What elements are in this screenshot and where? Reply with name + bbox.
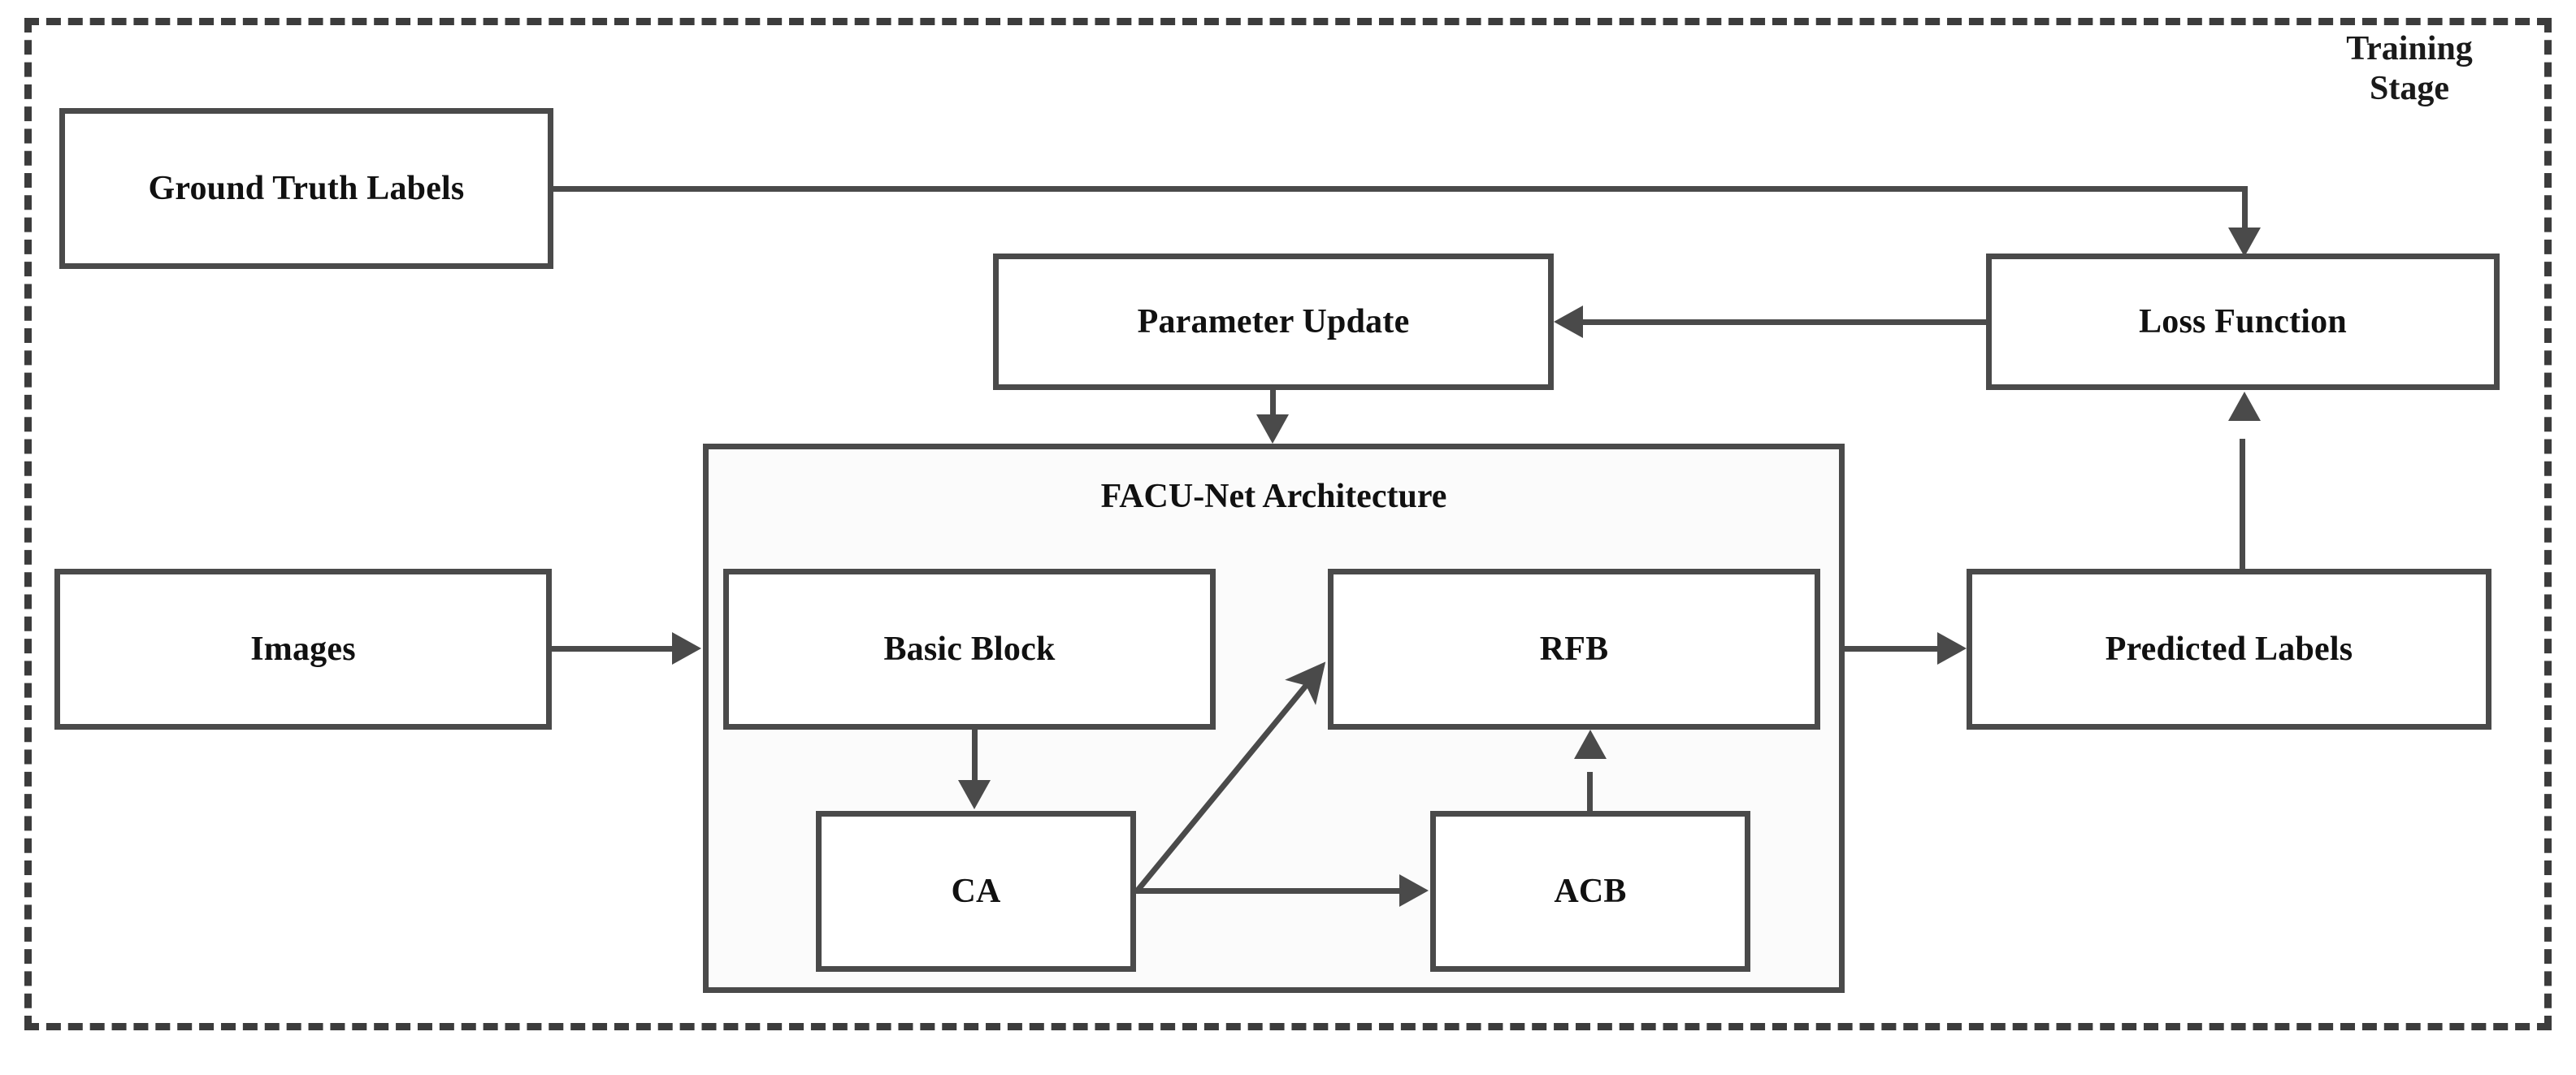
edge-basic-block-to-ca-line: [972, 730, 978, 782]
edge-acb-to-rfb-arrowhead: [1574, 730, 1607, 759]
training-stage-label: Training Stage: [2292, 29, 2527, 108]
edge-acb-to-rfb-line: [1587, 772, 1593, 813]
training-stage-label-line2: Stage: [2370, 69, 2449, 107]
edge-loss-to-parameter-update-line: [1583, 319, 1988, 325]
edge-basic-block-to-ca-arrowhead: [958, 780, 991, 809]
edge-ca-to-acb-line: [1134, 888, 1401, 894]
node-ca[interactable]: CA: [816, 811, 1136, 972]
node-ca-label: CA: [951, 873, 1001, 910]
edge-ground-truth-to-loss-vertical: [2242, 186, 2248, 231]
edge-parameter-update-to-facu-arrowhead: [1256, 414, 1289, 444]
node-predicted-labels[interactable]: Predicted Labels: [1967, 569, 2491, 730]
node-parameter-update[interactable]: Parameter Update: [993, 254, 1554, 390]
group-facu-net-title: FACU-Net Architecture: [1100, 478, 1447, 515]
training-stage-frame: [24, 18, 2552, 1030]
node-acb-label: ACB: [1554, 873, 1627, 910]
node-basic-block[interactable]: Basic Block: [723, 569, 1216, 730]
edge-images-to-facu-line: [552, 646, 674, 652]
node-ground-truth-labels-label: Ground Truth Labels: [148, 170, 465, 207]
node-loss-function-label: Loss Function: [2139, 303, 2347, 340]
edge-ground-truth-to-loss-arrowhead: [2228, 228, 2261, 257]
node-images-label: Images: [250, 631, 356, 668]
node-images[interactable]: Images: [54, 569, 552, 730]
node-rfb-label: RFB: [1539, 631, 1609, 668]
node-rfb[interactable]: RFB: [1328, 569, 1820, 730]
node-loss-function[interactable]: Loss Function: [1986, 254, 2500, 390]
edge-facu-to-predicted-arrowhead: [1937, 632, 1967, 665]
node-basic-block-label: Basic Block: [883, 631, 1056, 668]
node-acb[interactable]: ACB: [1430, 811, 1750, 972]
edge-parameter-update-to-facu-line: [1270, 388, 1276, 418]
edge-predicted-to-loss-arrowhead: [2228, 392, 2261, 421]
node-parameter-update-label: Parameter Update: [1137, 303, 1410, 340]
edge-images-to-facu-arrowhead: [672, 632, 701, 665]
edge-ca-to-acb-arrowhead: [1399, 874, 1429, 907]
node-ground-truth-labels[interactable]: Ground Truth Labels: [59, 108, 553, 269]
edge-predicted-to-loss-line: [2240, 439, 2245, 569]
node-predicted-labels-label: Predicted Labels: [2105, 631, 2353, 668]
edge-ground-truth-to-loss-horizontal: [553, 186, 2248, 192]
edge-facu-to-predicted-line: [1843, 646, 1939, 652]
edge-loss-to-parameter-update-arrowhead: [1554, 306, 1583, 338]
training-stage-label-line1: Training: [2346, 30, 2473, 67]
